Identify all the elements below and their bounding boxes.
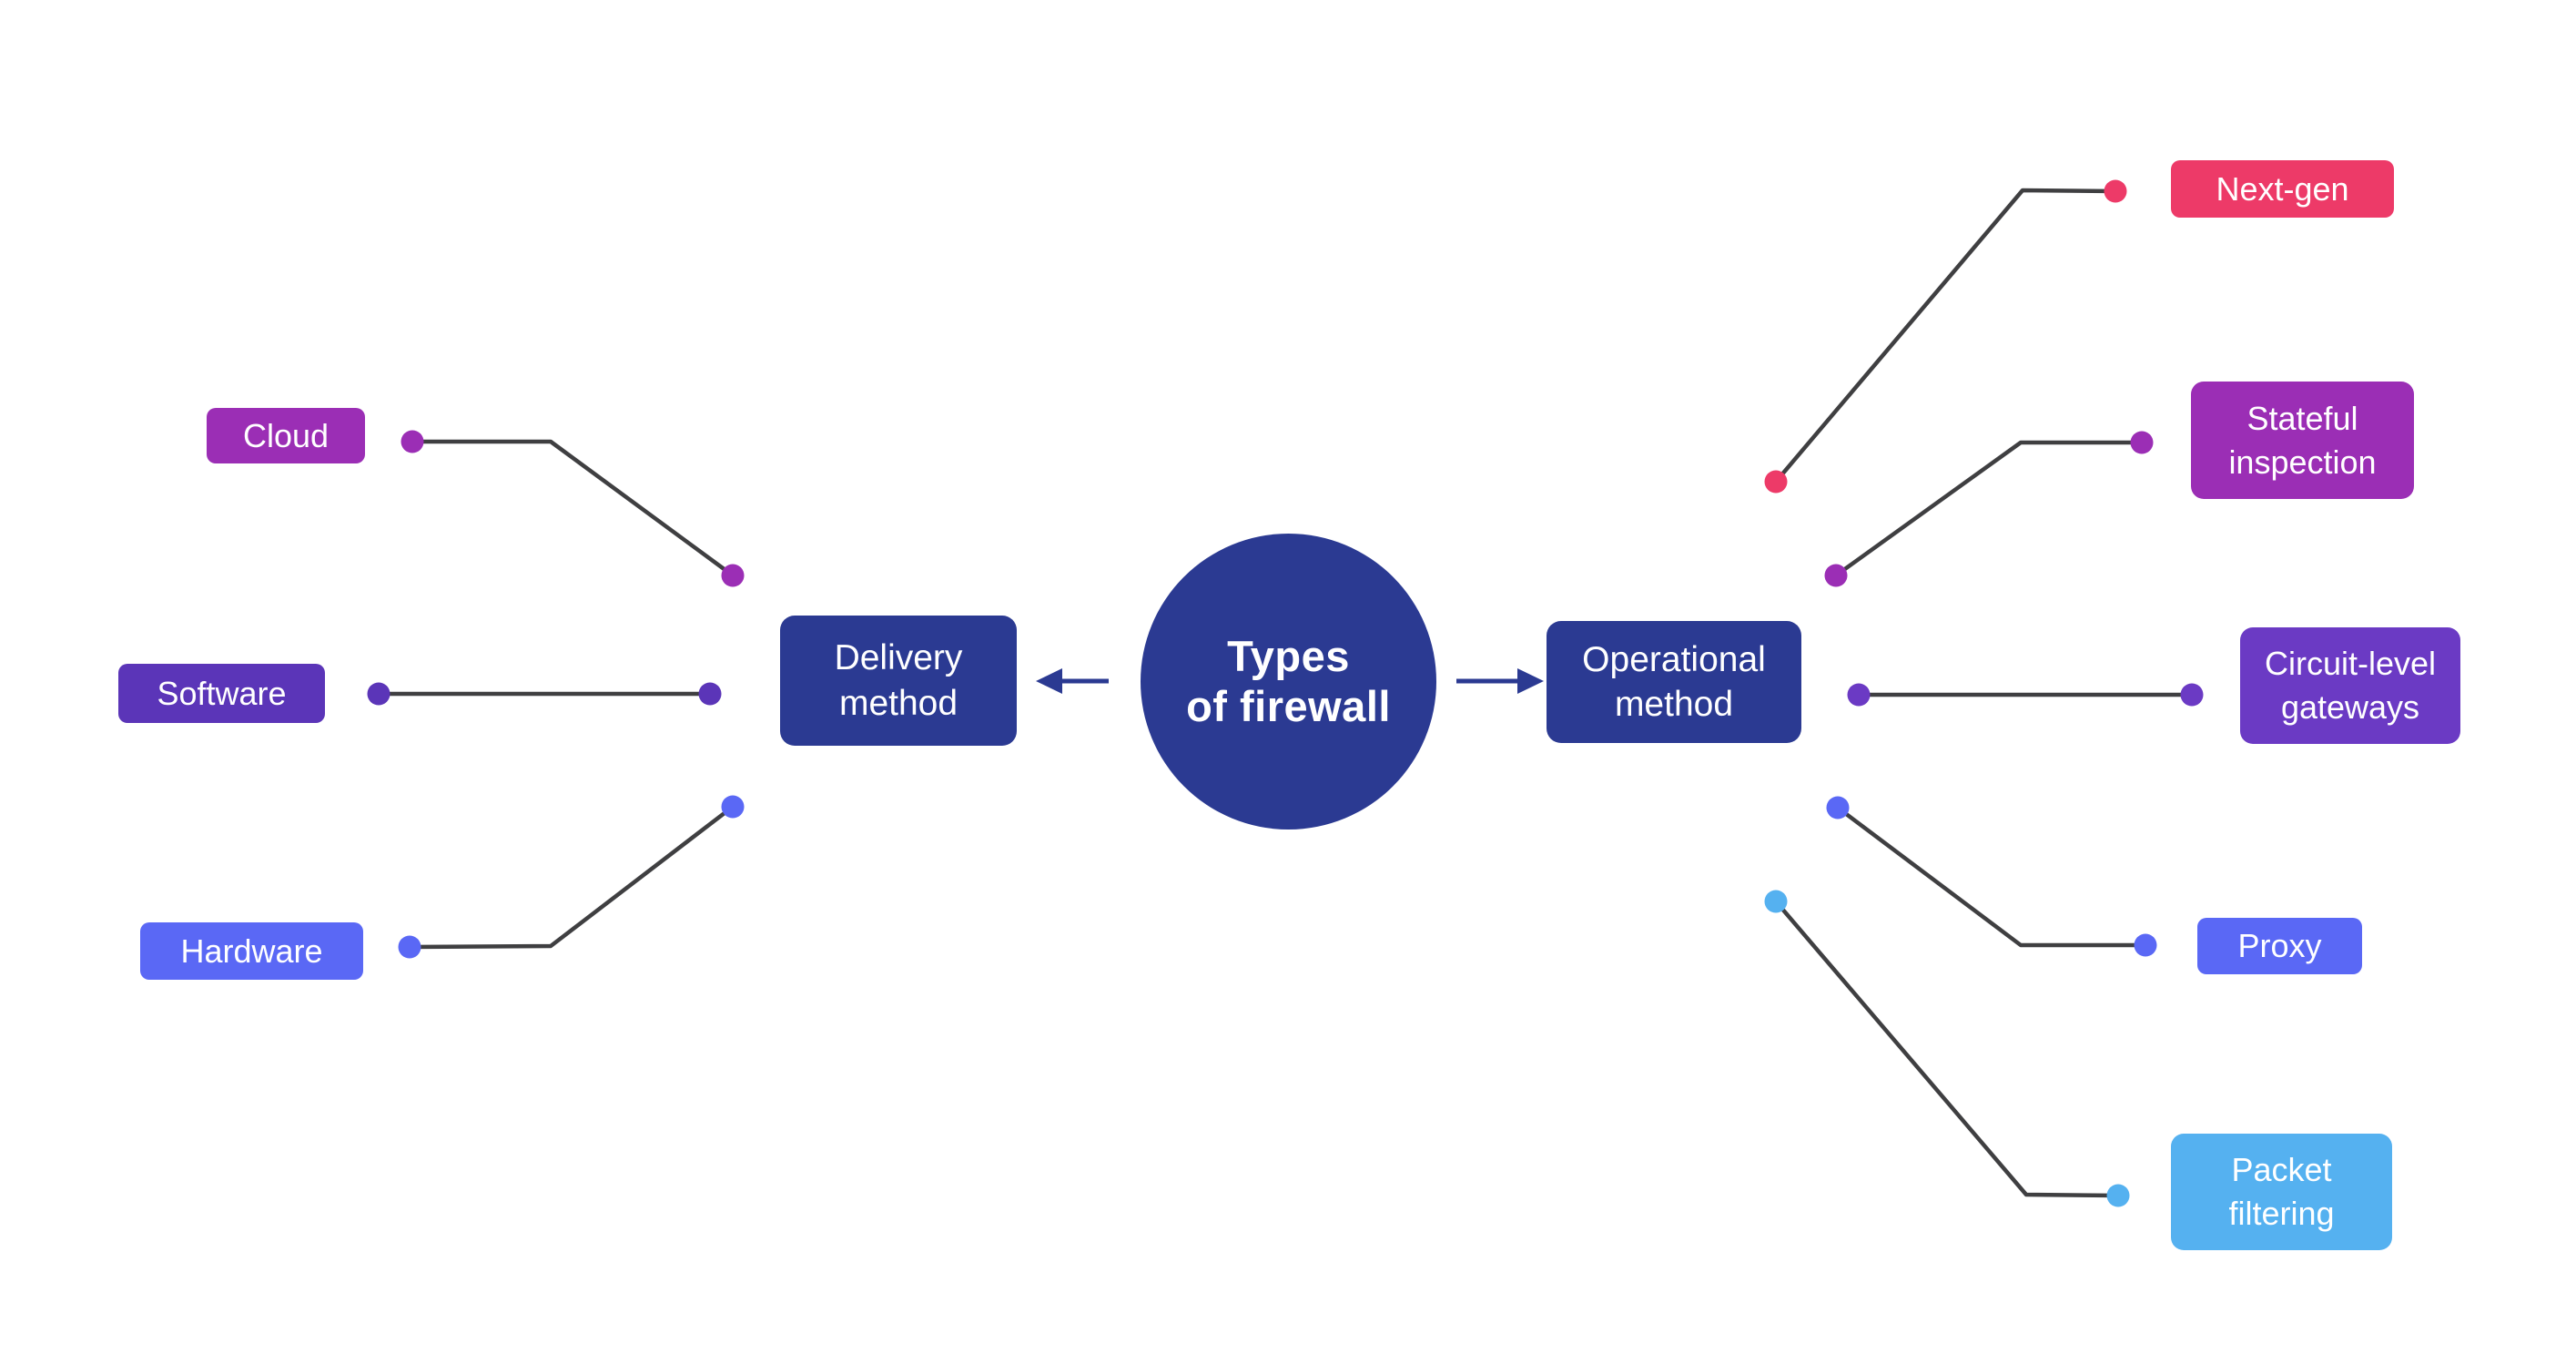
dot-packet-box bbox=[2106, 1184, 2130, 1207]
dot-cloud-far bbox=[721, 564, 745, 587]
dot-stateful-box bbox=[2130, 431, 2154, 454]
dot-software-far bbox=[698, 682, 722, 706]
dot-software-near bbox=[367, 682, 390, 706]
leaf-next-gen: Next-gen bbox=[2171, 160, 2394, 218]
hub-delivery-method: Delivery method bbox=[780, 616, 1017, 746]
leaf-stateful-inspection: Stateful inspection bbox=[2191, 382, 2414, 499]
dot-proxy-box bbox=[2134, 933, 2157, 957]
connector-stateful-inspection bbox=[1833, 440, 2145, 578]
hub-operational-method: Operational method bbox=[1547, 621, 1801, 743]
leaf-proxy: Proxy bbox=[2197, 918, 2362, 974]
leaf-hardware: Hardware bbox=[140, 922, 363, 980]
dot-proxy-hub bbox=[1826, 796, 1850, 819]
dot-circuit-box bbox=[2180, 683, 2204, 707]
connector-packet-filtering bbox=[1773, 899, 2121, 1198]
arrow-to-delivery bbox=[1036, 668, 1109, 694]
dot-next-gen-box bbox=[2104, 179, 2127, 203]
leaf-cloud: Cloud bbox=[207, 408, 365, 463]
dot-packet-hub bbox=[1764, 890, 1788, 913]
arrow-to-operational bbox=[1456, 668, 1544, 694]
center-node-types-of-firewall: Types of firewall bbox=[1141, 534, 1436, 830]
leaf-packet-filtering: Packet filtering bbox=[2171, 1134, 2392, 1250]
connector-proxy bbox=[1835, 805, 2148, 948]
dot-cloud-near bbox=[401, 430, 424, 453]
connector-cloud bbox=[410, 439, 735, 578]
leaf-circuit-level-gateways: Circuit-level gateways bbox=[2240, 627, 2460, 744]
connector-hardware bbox=[407, 804, 735, 950]
dot-hardware-near bbox=[398, 935, 421, 959]
dot-hardware-far bbox=[721, 795, 745, 819]
dot-stateful-hub bbox=[1824, 564, 1848, 587]
dot-next-gen-hub bbox=[1764, 470, 1788, 494]
leaf-software: Software bbox=[118, 664, 325, 723]
dot-circuit-hub bbox=[1847, 683, 1871, 707]
connector-next-gen bbox=[1773, 188, 2118, 484]
